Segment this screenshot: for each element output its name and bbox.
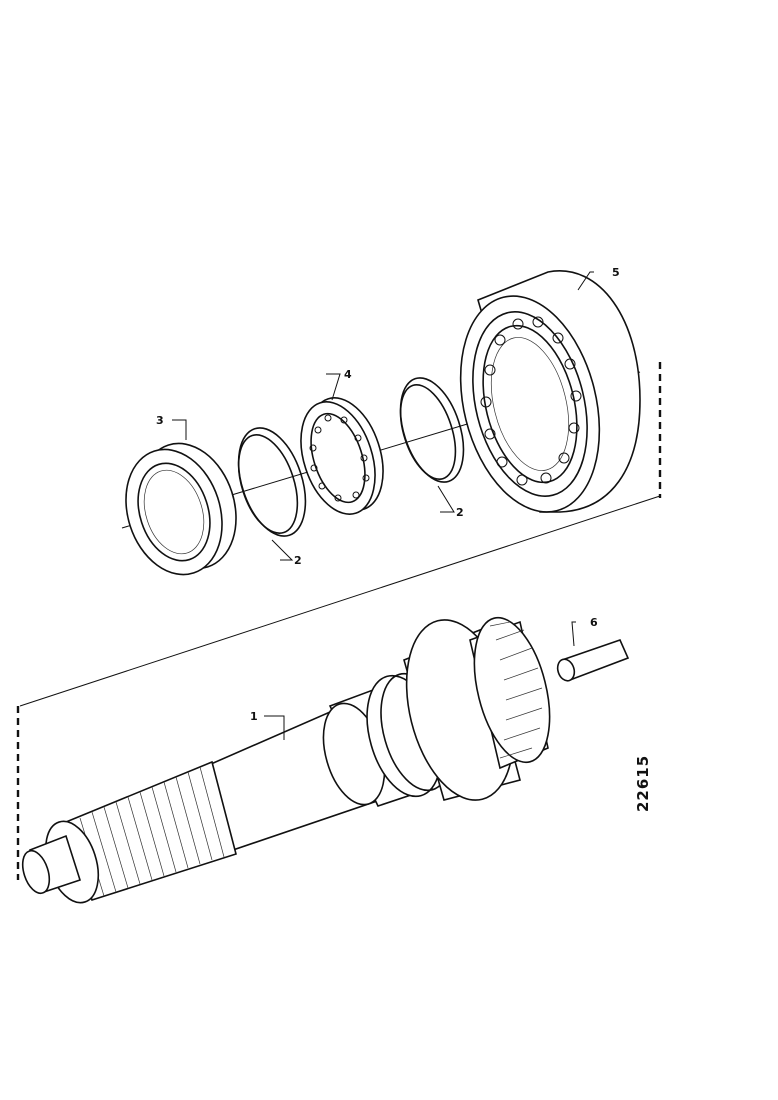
part-3-seal-ring <box>125 442 237 576</box>
part-6-pin <box>556 639 630 682</box>
callout-label-part-2-rear: 2 <box>456 506 464 519</box>
assembly-dashed-outline <box>16 362 662 880</box>
part-2-shim-ring-rear <box>399 377 465 483</box>
part-1-main-shaft <box>21 616 551 904</box>
callout-label-part-2-front: 2 <box>294 554 302 567</box>
drawing-reference-number: 22615 <box>634 755 652 812</box>
part-5-ball-bearing <box>459 270 641 513</box>
callout-label-part-3: 3 <box>156 414 164 427</box>
callout-label-part-1: 1 <box>250 710 258 723</box>
part-4-needle-bearing <box>300 397 384 515</box>
callout-label-part-5: 5 <box>612 266 620 279</box>
callout-label-part-6: 6 <box>590 616 598 629</box>
part-2-shim-ring-front <box>237 427 307 537</box>
callout-label-part-4: 4 <box>344 368 352 381</box>
callout-leaders <box>172 271 594 740</box>
